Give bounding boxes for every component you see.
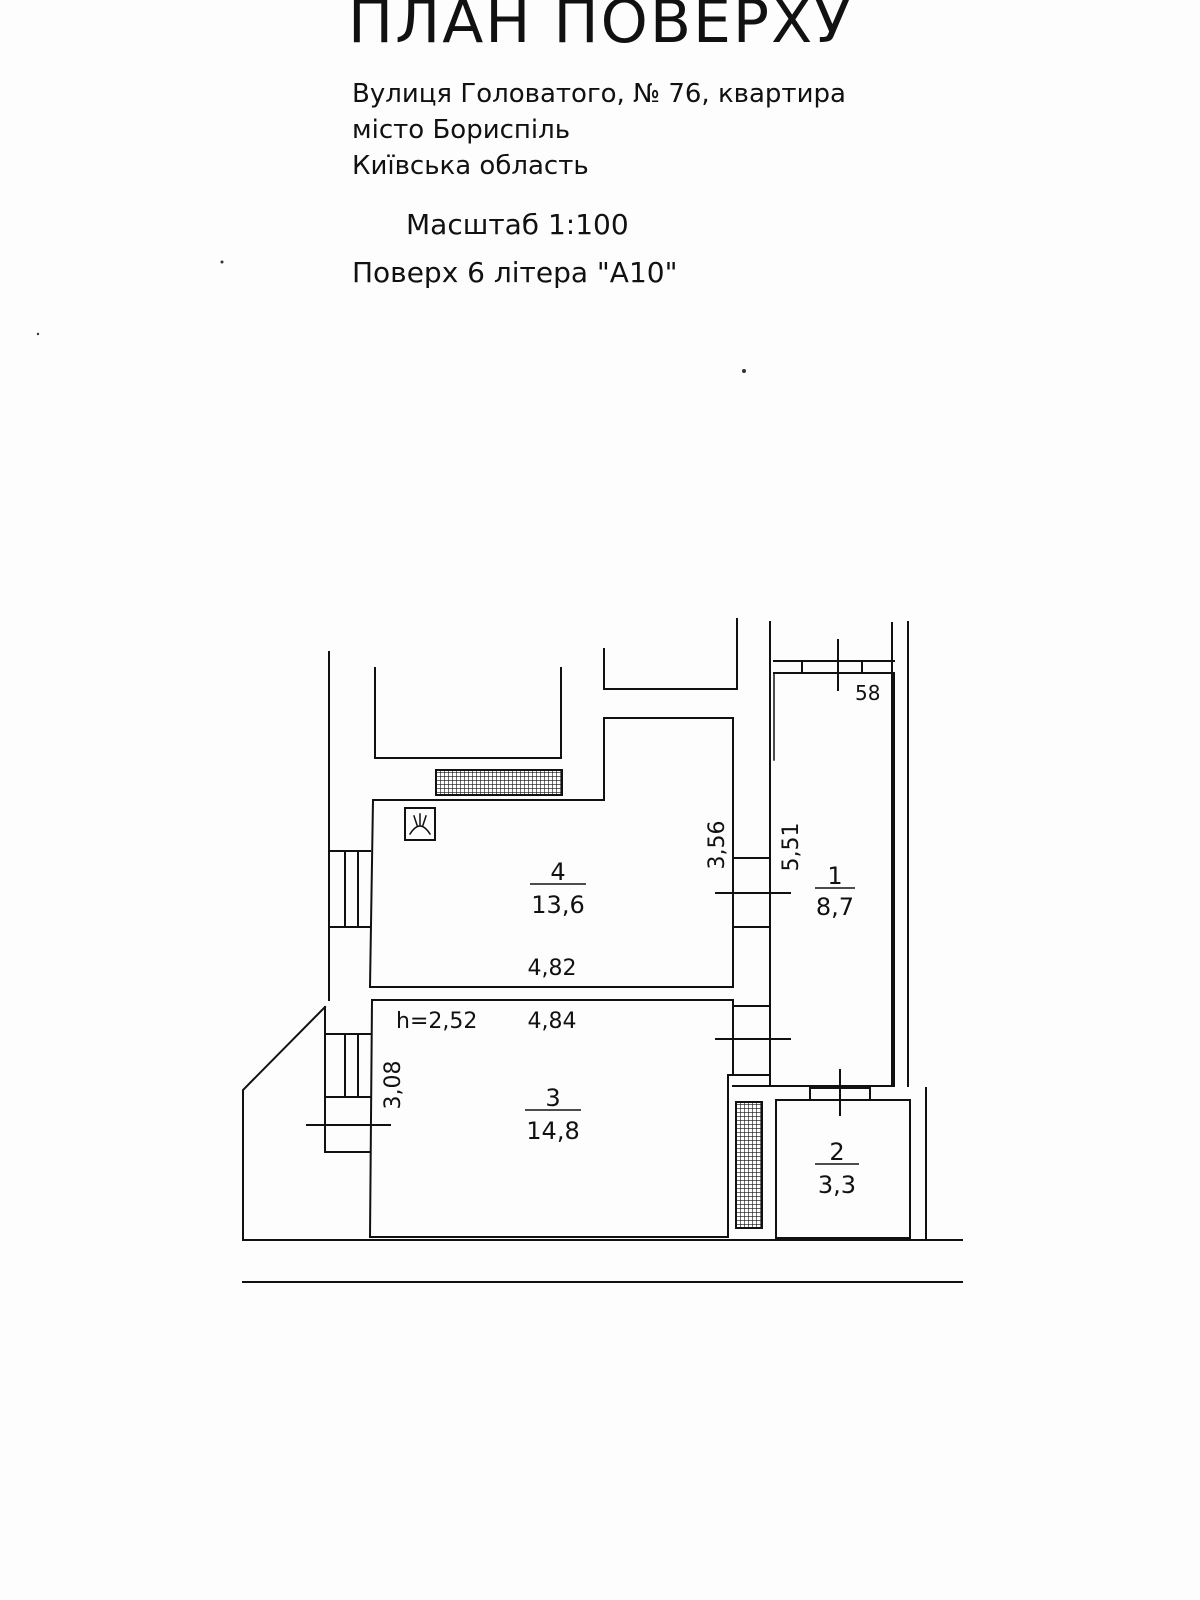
room-1-area: 8,7 [816,893,854,921]
door [801,639,863,691]
room-2-wall [775,1099,911,1239]
fixture-symbol [404,807,436,841]
address-city: місто Бориспіль [352,115,571,145]
wall [603,618,738,690]
scan-speck [220,260,224,264]
door [715,1005,791,1076]
room-3-wall [368,999,734,1238]
room-4-area: 13,6 [531,891,584,919]
dim-room4-height: 3,56 [705,821,730,870]
room-2-number: 2 [829,1138,844,1166]
window [324,1033,371,1153]
room-1-wall [769,621,893,1087]
dim-room3-height: 3,08 [381,1061,406,1110]
scan-speck [36,332,40,336]
room-3-number: 3 [545,1084,560,1112]
room-1-wall [773,672,895,1087]
room-4-wall [368,717,734,988]
wall [374,667,562,759]
vent-grid [435,769,563,796]
window [328,850,371,928]
dim-corridor-end: 58 [855,681,880,705]
dim-room3-width: 4,84 [528,1009,577,1034]
fixture-symbol [408,813,432,836]
dim-room1-length: 5,51 [779,823,804,872]
page-title: ПЛАН ПОВЕРХУ [348,0,853,57]
ceiling-height: h=2,52 [396,1009,477,1034]
room-3-area: 14,8 [526,1117,579,1145]
room-4-number: 4 [550,858,565,886]
room-2-area: 3,3 [818,1171,856,1199]
scale-label: Масштаб 1:100 [406,208,629,241]
redaction-blur [886,84,966,112]
dim-room4-width: 4,82 [528,956,577,981]
door [715,857,791,928]
address-region: Київська область [352,151,589,181]
room-1-number: 1 [827,862,842,890]
door [809,1069,871,1116]
address-street: Вулиця Головатого, № 76, квартира [352,79,846,109]
plan-header: ПЛАН ПОВЕРХУ Вулиця Головатого, № 76, кв… [0,0,1200,300]
wall [242,1005,327,1239]
scan-speck [742,369,746,373]
vent-grid [735,1101,763,1229]
floor-label: Поверх 6 літера "А10" [352,256,678,289]
